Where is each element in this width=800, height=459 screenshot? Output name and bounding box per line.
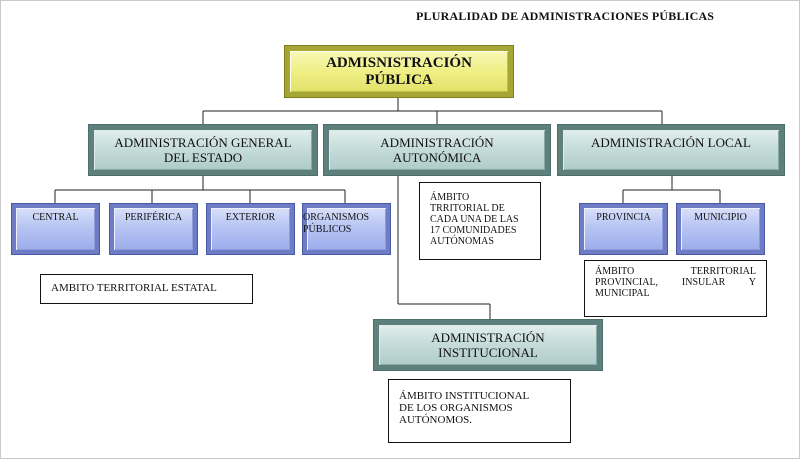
node-administracion-institucional: ADMINISTRACIÓN INSTITUCIONAL xyxy=(373,319,603,371)
node-institucional-line2: INSTITUCIONAL xyxy=(438,345,538,360)
node-institucional-line1: ADMINISTRACIÓN xyxy=(431,330,545,345)
note-ambito-estatal: AMBITO TERRITORIAL ESTATAL xyxy=(40,274,253,304)
note-autonomico-line: CADA UNA DE LAS xyxy=(430,214,519,225)
node-administracion-general-estado: ADMINISTRACIÓN GENERAL DEL ESTADO xyxy=(88,124,318,176)
note-ambito-autonomico: ÁMBITO TRRITORIAL DE CADA UNA DE LAS 17 … xyxy=(419,182,541,260)
root-node-administracion-publica: ADMISNISTRACIÓN PÚBLICA xyxy=(284,45,514,98)
node-local-line1: ADMINISTRACIÓN LOCAL xyxy=(591,135,751,150)
node-periferica: PERIFÉRICA xyxy=(109,203,198,255)
node-general-line1: ADMINISTRACIÓN GENERAL xyxy=(114,135,292,150)
root-node-line2: PÚBLICA xyxy=(365,71,433,88)
node-general-line2: DEL ESTADO xyxy=(163,150,243,165)
node-organismos-label-line2: PÚBLICOS xyxy=(303,224,352,235)
diagram-title: PLURALIDAD DE ADMINISTRACIONES PÚBLICAS xyxy=(416,9,715,23)
note-institucional-line: AUTÓNOMOS. xyxy=(399,414,473,426)
note-ambito-institucional: ÁMBITO INSTITUCIONAL DE LOS ORGANISMOS A… xyxy=(388,379,571,443)
note-local-line: PROVINCIAL, INSULAR Y xyxy=(595,277,756,288)
note-autonomico-line: AUTÓNOMAS xyxy=(430,236,494,247)
node-provincia-label: PROVINCIA xyxy=(596,212,651,223)
node-municipio: MUNICIPIO xyxy=(676,203,765,255)
note-institucional-line: ÁMBITO INSTITUCIONAL xyxy=(399,390,530,402)
node-municipio-label: MUNICIPIO xyxy=(694,212,747,223)
note-autonomico-line: ÁMBITO xyxy=(430,192,470,203)
node-central-label: CENTRAL xyxy=(32,212,79,223)
node-autonomica-line1: ADMINISTRACIÓN xyxy=(380,135,494,150)
node-periferica-label: PERIFÉRICA xyxy=(124,212,183,223)
node-exterior-label: EXTERIOR xyxy=(225,212,276,223)
note-ambito-local: ÁMBITO TERRITORIAL PROVINCIAL, INSULAR Y… xyxy=(584,260,767,317)
node-exterior: EXTERIOR xyxy=(206,203,295,255)
root-node-line1: ADMISNISTRACIÓN xyxy=(326,54,472,71)
note-autonomico-line: 17 COMUNIDADES xyxy=(430,225,517,236)
node-administracion-local: ADMINISTRACIÓN LOCAL xyxy=(557,124,785,176)
node-organismos-publicos: ORGANISMOS PÚBLICOS xyxy=(302,203,391,255)
node-organismos-label-line1: ORGANISMOS xyxy=(303,212,370,223)
note-local-line: ÁMBITO TERRITORIAL xyxy=(595,266,756,277)
note-autonomico-line: TRRITORIAL DE xyxy=(430,203,505,214)
node-autonomica-line2: AUTONÓMICA xyxy=(392,150,482,165)
node-provincia: PROVINCIA xyxy=(579,203,668,255)
note-estatal-text: AMBITO TERRITORIAL ESTATAL xyxy=(51,282,217,294)
node-administracion-autonomica: ADMINISTRACIÓN AUTONÓMICA xyxy=(323,124,551,176)
note-local-line: MUNICIPAL xyxy=(595,288,650,299)
node-central: CENTRAL xyxy=(11,203,100,255)
note-institucional-line: DE LOS ORGANISMOS xyxy=(399,402,513,414)
